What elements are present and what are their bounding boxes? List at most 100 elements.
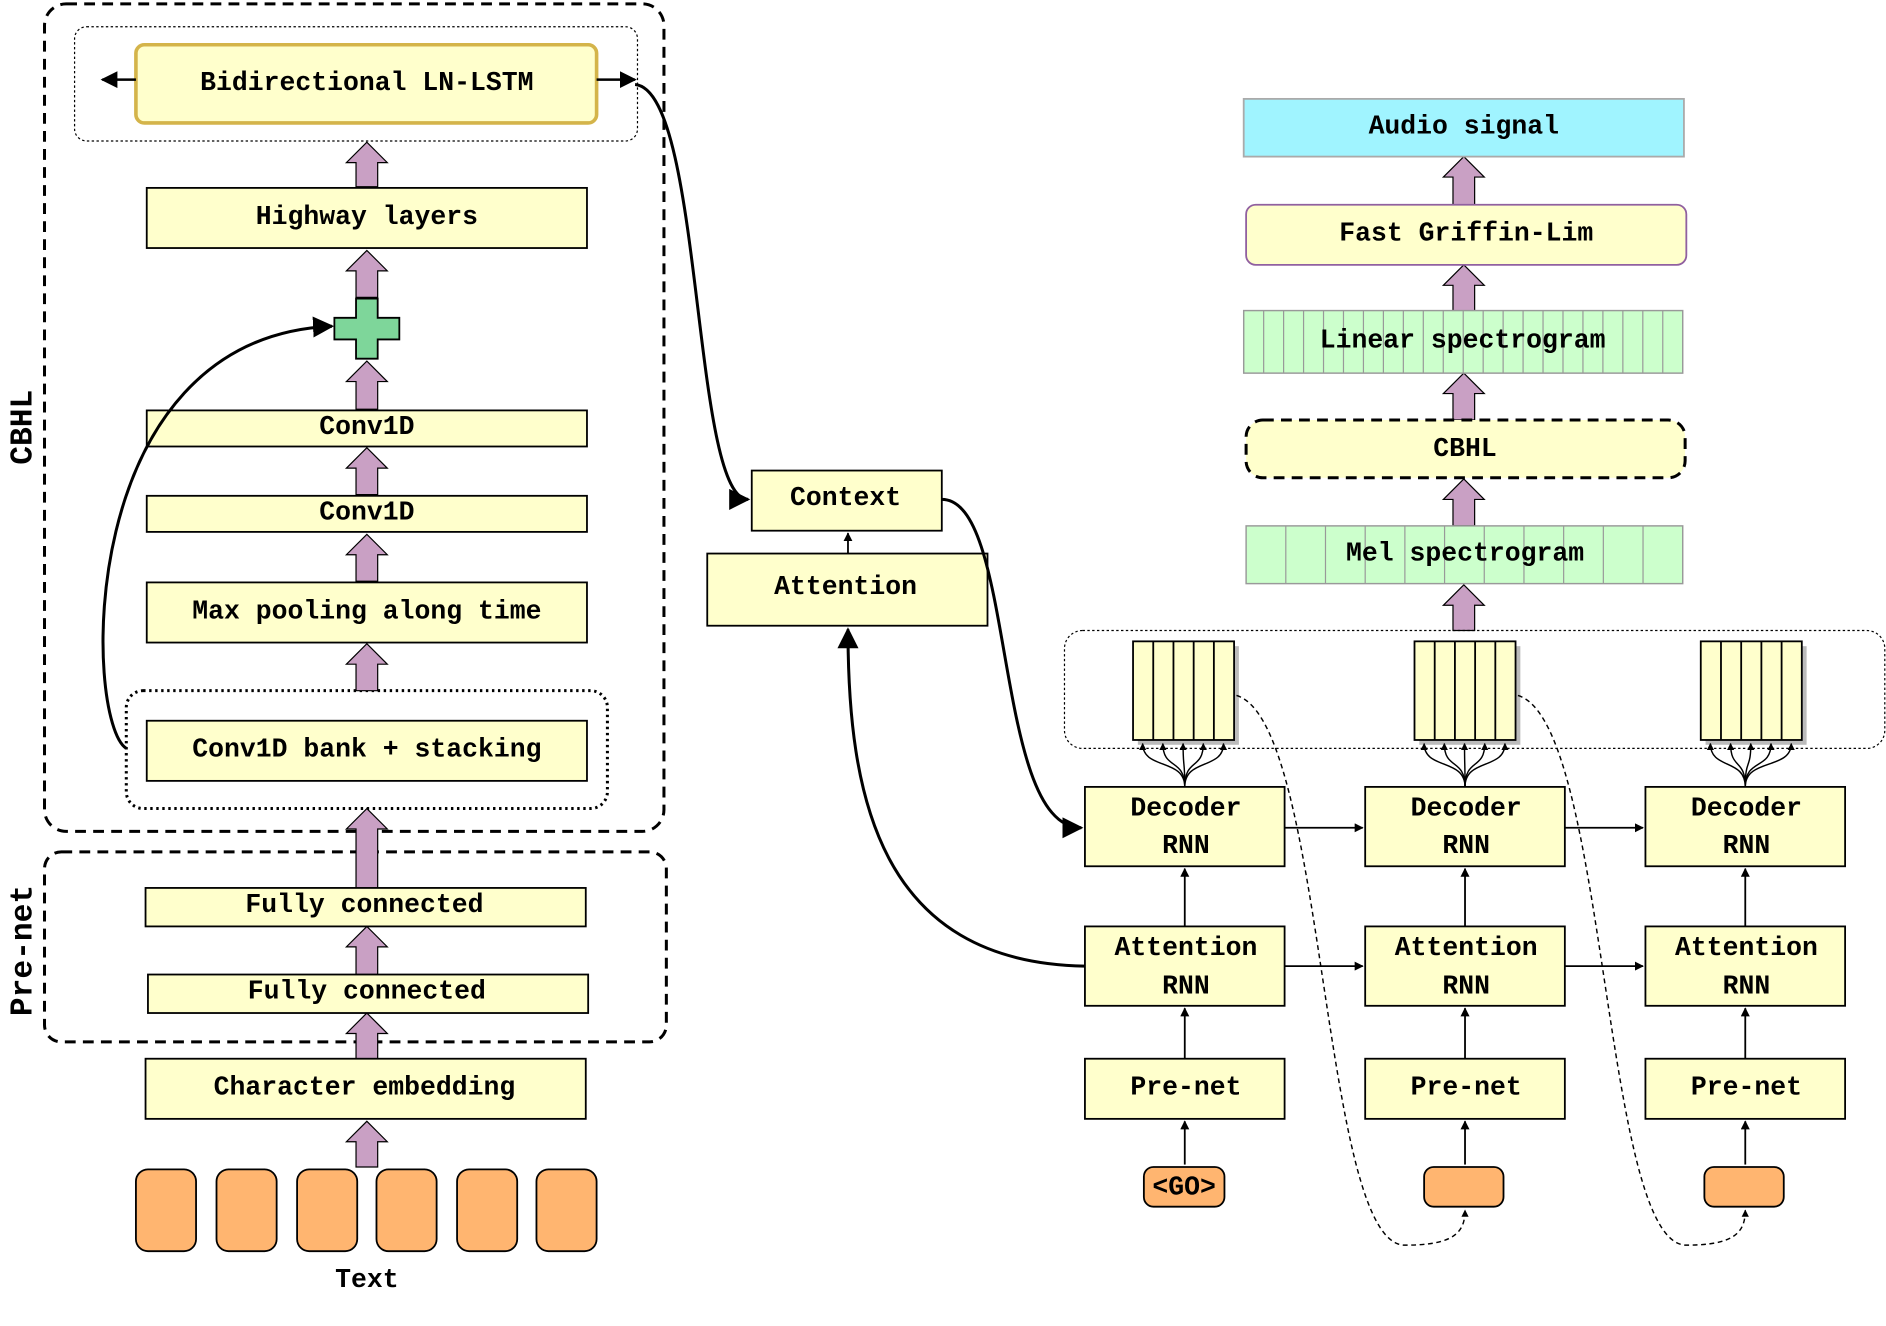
- text-token: [215, 1168, 278, 1253]
- decoder-rnn-label: Decoder: [1411, 794, 1522, 824]
- conv1d-bottom-box: [145, 494, 588, 533]
- flow-arrow-icon: [1441, 372, 1486, 421]
- attention-rnn-box: [1644, 925, 1847, 1007]
- prenet-label: Pre-net: [1411, 1073, 1522, 1103]
- griffin-lim-label: Fast Griffin-Lim: [1339, 219, 1593, 249]
- frame-output-arrow: [1184, 742, 1228, 787]
- decoder-rnn-label: Decoder: [1691, 794, 1802, 824]
- char-embedding-box: [144, 1057, 587, 1120]
- griffin-lim-box: [1245, 203, 1688, 266]
- text-token: [456, 1168, 519, 1253]
- audio-signal-label: Audio signal: [1369, 112, 1560, 142]
- char-embedding-label: Character embedding: [214, 1073, 516, 1103]
- conv1d-top-box: [145, 409, 588, 448]
- residual-plus-icon: [333, 297, 401, 360]
- attention-rnn-label: RNN: [1162, 972, 1210, 1002]
- context-label: Context: [790, 483, 901, 513]
- text-token: [375, 1168, 438, 1253]
- feedback-arrow: [1517, 694, 1749, 1246]
- flow-arrow-icon: [344, 642, 389, 692]
- flow-arrow-icon: [344, 925, 389, 976]
- flow-arrow-icon: [344, 1120, 389, 1168]
- fc-top-label: Fully connected: [245, 890, 483, 920]
- attention-rnn-label: Attention: [1115, 933, 1258, 963]
- fc-bottom-label: Fully connected: [248, 976, 486, 1006]
- flow-arrow-icon: [344, 533, 389, 582]
- flow-arrow-icon: [1441, 478, 1486, 527]
- decoder-rnn-label: RNN: [1723, 831, 1771, 861]
- decoder-input-token: [1423, 1166, 1505, 1208]
- decoder-rnn-box: [1364, 785, 1566, 868]
- text-label: Text: [335, 1265, 399, 1295]
- context-to-decoder-arrow: [941, 497, 1084, 839]
- audio-signal-box: [1242, 97, 1685, 158]
- text-token: [535, 1168, 598, 1253]
- fc-top-box: [144, 887, 587, 928]
- output-frames: [1413, 640, 1517, 741]
- prenet-label: Pre-net: [1691, 1073, 1802, 1103]
- fc-bottom-box: [147, 973, 590, 1014]
- frame-output-arrow: [1464, 742, 1509, 787]
- attention-rnn-label: RNN: [1723, 972, 1771, 1002]
- cbhl-group: [43, 2, 666, 833]
- flow-arrow-icon: [344, 446, 389, 496]
- flow-arrow-icon: [1441, 155, 1486, 206]
- flow-arrow-icon: [344, 807, 389, 889]
- conv1d-top-label: Conv1D: [319, 412, 414, 442]
- decoder-rnn-box: [1644, 785, 1847, 868]
- go-token-label: <GO>: [1152, 1172, 1216, 1202]
- mel-spectrogram-box: [1245, 525, 1684, 585]
- prenet-box: [1364, 1057, 1566, 1120]
- flow-arrow-icon: [1441, 264, 1486, 312]
- output-frames: [1132, 640, 1235, 741]
- frame-output-arrow: [1744, 742, 1795, 787]
- flow-arrow-icon: [344, 249, 389, 298]
- flow-arrow-icon: [344, 360, 389, 410]
- encoder-to-context-arrow: [634, 82, 751, 510]
- flow-arrow-icon: [344, 141, 389, 188]
- linear-spectrogram-label: Linear spectrogram: [1320, 326, 1606, 356]
- frame-output-arrow: [1726, 742, 1746, 787]
- attention-box: [706, 552, 989, 627]
- conv-bank-label: Conv1D bank + stacking: [192, 735, 541, 765]
- prenet-group-label: Pre-net: [7, 885, 42, 1016]
- flow-arrow-icon: [344, 1012, 389, 1060]
- highway-label: Highway layers: [256, 202, 478, 232]
- text-token: [135, 1168, 197, 1253]
- cbhl-group-label: CBHL: [7, 390, 42, 465]
- text-token: [296, 1168, 359, 1253]
- decoder-input-token: [1703, 1166, 1785, 1208]
- frame-output-arrow: [1706, 742, 1746, 787]
- prenet-box: [1084, 1057, 1286, 1120]
- decoder-rnn-label: RNN: [1442, 831, 1490, 861]
- bilstm-box: [134, 42, 599, 125]
- attention-rnn-label: RNN: [1442, 972, 1490, 1002]
- postnet-cbhl-label: CBHL: [1433, 434, 1497, 464]
- attention-rnn-to-attention-arrow: [837, 627, 1085, 968]
- output-frames: [1699, 640, 1803, 741]
- decoder-input-token: [1142, 1166, 1226, 1208]
- mel-spectrogram-label: Mel spectrogram: [1346, 539, 1584, 569]
- prenet-box: [1644, 1057, 1847, 1120]
- maxpool-box: [145, 581, 588, 644]
- conv-bank-box: [145, 719, 588, 782]
- frames-group: [1063, 629, 1886, 750]
- linear-spectrogram: Linear spectrogram: [1242, 309, 1684, 374]
- decoder-rnn-label: RNN: [1162, 831, 1210, 861]
- flow-arrow-icon: [1441, 583, 1486, 632]
- postnet-cbhl-box: [1244, 418, 1687, 480]
- attention-label: Attention: [774, 572, 917, 602]
- attention-rnn-label: Attention: [1675, 933, 1818, 963]
- attention-rnn-label: Attention: [1395, 933, 1538, 963]
- decoder-rnn-label: Decoder: [1130, 794, 1241, 824]
- prenet-label: Pre-net: [1130, 1073, 1241, 1103]
- residual-connection-arrow: [101, 316, 335, 750]
- mel-spectrogram: Mel spectrogram: [1245, 525, 1684, 585]
- highway-box: [145, 186, 588, 249]
- feedback-arrow: [1236, 694, 1469, 1246]
- maxpool-label: Max pooling along time: [192, 596, 541, 626]
- conv1d-bottom-label: Conv1D: [319, 498, 414, 528]
